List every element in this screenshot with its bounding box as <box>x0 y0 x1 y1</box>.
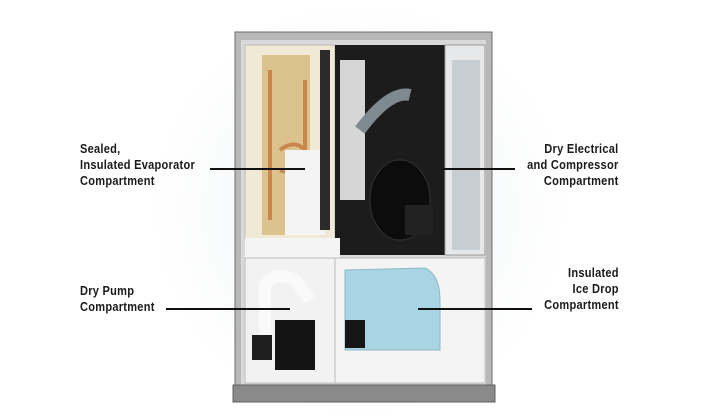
leader-line-electrical <box>443 168 515 170</box>
electrical-cover <box>452 60 480 250</box>
divider-shelf <box>245 238 340 258</box>
label-line: Dry Electrical <box>544 141 619 156</box>
label-line: Sealed, <box>80 141 121 156</box>
label-line: Compartment <box>80 173 155 188</box>
pump-motor <box>252 335 272 360</box>
label-evaporator: Sealed, Insulated Evaporator Compartment <box>80 141 195 189</box>
insulation-panel <box>285 150 325 235</box>
label-line: Compartment <box>544 173 619 188</box>
ice-bin <box>344 267 441 351</box>
label-line: Insulated Evaporator <box>80 157 196 172</box>
label-line: Ice Drop <box>572 281 619 296</box>
insulation-seal <box>320 50 330 230</box>
label-electrical: Dry Electrical and Compressor Compartmen… <box>528 141 619 189</box>
leader-line-pump <box>166 308 290 310</box>
compressor-box <box>405 205 433 235</box>
pump <box>275 320 315 370</box>
label-ice-drop: Insulated Ice Drop Compartment <box>544 265 619 313</box>
label-line: and Compressor <box>527 157 619 172</box>
pump-hose <box>259 270 315 340</box>
label-line: Dry Pump <box>80 283 135 298</box>
label-pump: Dry Pump Compartment <box>80 283 155 315</box>
bin-sensor <box>345 320 365 348</box>
cabinet-base <box>232 384 496 403</box>
leader-line-evaporator <box>210 168 305 170</box>
hose <box>355 88 412 134</box>
leader-line-ice-drop <box>418 308 532 310</box>
label-line: Compartment <box>544 297 619 312</box>
label-line: Insulated <box>568 265 619 280</box>
label-line: Compartment <box>80 299 155 314</box>
